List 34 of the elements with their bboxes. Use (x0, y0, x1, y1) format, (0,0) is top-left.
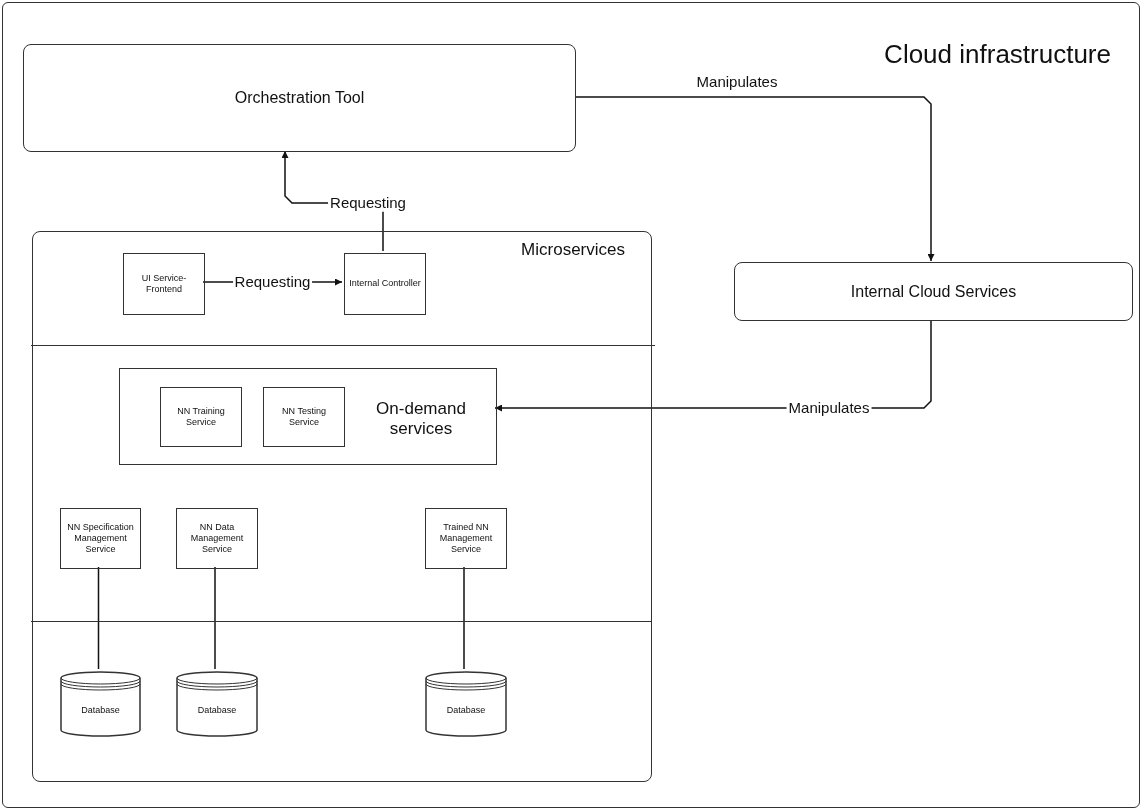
service-box (425, 508, 507, 569)
group-container (119, 368, 497, 465)
connector-line (214, 566, 216, 670)
service-box (123, 253, 205, 315)
node-label: Database (445, 705, 487, 717)
node-label: NN Training Service (176, 405, 226, 429)
node-label: UI Service-Frontend (140, 272, 188, 296)
node-label: Database (80, 705, 121, 717)
node-label: Orchestration Tool (233, 88, 366, 108)
edge-label: Requesting (328, 194, 408, 212)
group-title: Cloud infrastructure (884, 39, 1111, 70)
service-box (344, 253, 426, 315)
node-label: NN Data Management Service (189, 521, 245, 556)
node-label: NN Specification Management Service (66, 521, 135, 556)
connector-line (463, 566, 465, 670)
service-box (263, 387, 345, 447)
node-label: Trained NN Management Service (438, 521, 494, 556)
group-title: Microservices (521, 240, 625, 260)
edge-label: Requesting (232, 273, 313, 291)
group-container (32, 231, 652, 782)
service-box (176, 508, 258, 569)
connector-line (97, 566, 100, 670)
node-label: Database (196, 705, 238, 717)
service-box (160, 387, 242, 447)
node-label: Internal Cloud Services (849, 281, 1018, 302)
node-label: NN Testing Service (281, 405, 327, 429)
service-box (23, 44, 576, 152)
node-label: Internal Controller (348, 278, 422, 290)
arrow (574, 96, 935, 262)
service-box (60, 508, 141, 569)
edge-label: Manipulates (694, 73, 780, 91)
edge-label: Manipulates (786, 399, 872, 417)
service-box (734, 262, 1133, 321)
group-title: On-demand services (375, 399, 467, 439)
